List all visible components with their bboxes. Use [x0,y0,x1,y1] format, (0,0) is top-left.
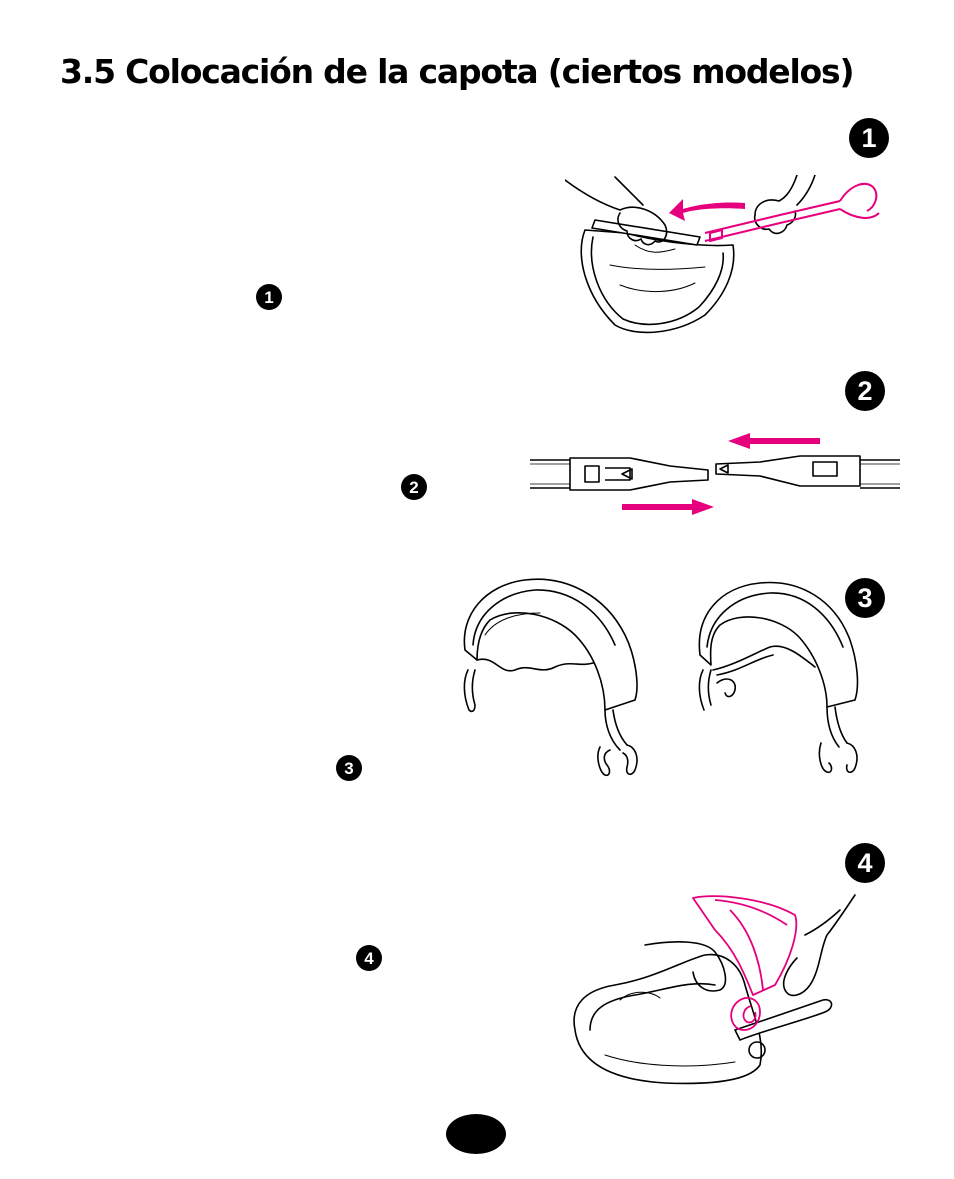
step-3-ref-badge: 3 [336,755,362,781]
page-number-oval [446,1114,506,1154]
canopy-threading-illustration [565,175,880,334]
tube-connection-illustration [530,433,900,515]
canopy-attach-illustration [573,894,856,1085]
step-2-badge: 2 [845,371,885,411]
step-4-badge: 4 [845,843,885,883]
step-2-ref-badge: 2 [401,474,427,500]
step-4-ref-badge: 4 [356,945,382,971]
canopy-orientation-illustration [463,578,859,777]
step-1-ref-badge: 1 [256,284,282,310]
section-title: 3.5 Colocación de la capota (ciertos mod… [60,52,855,91]
step-3-badge: 3 [845,578,885,618]
step-1-badge: 1 [849,118,889,158]
